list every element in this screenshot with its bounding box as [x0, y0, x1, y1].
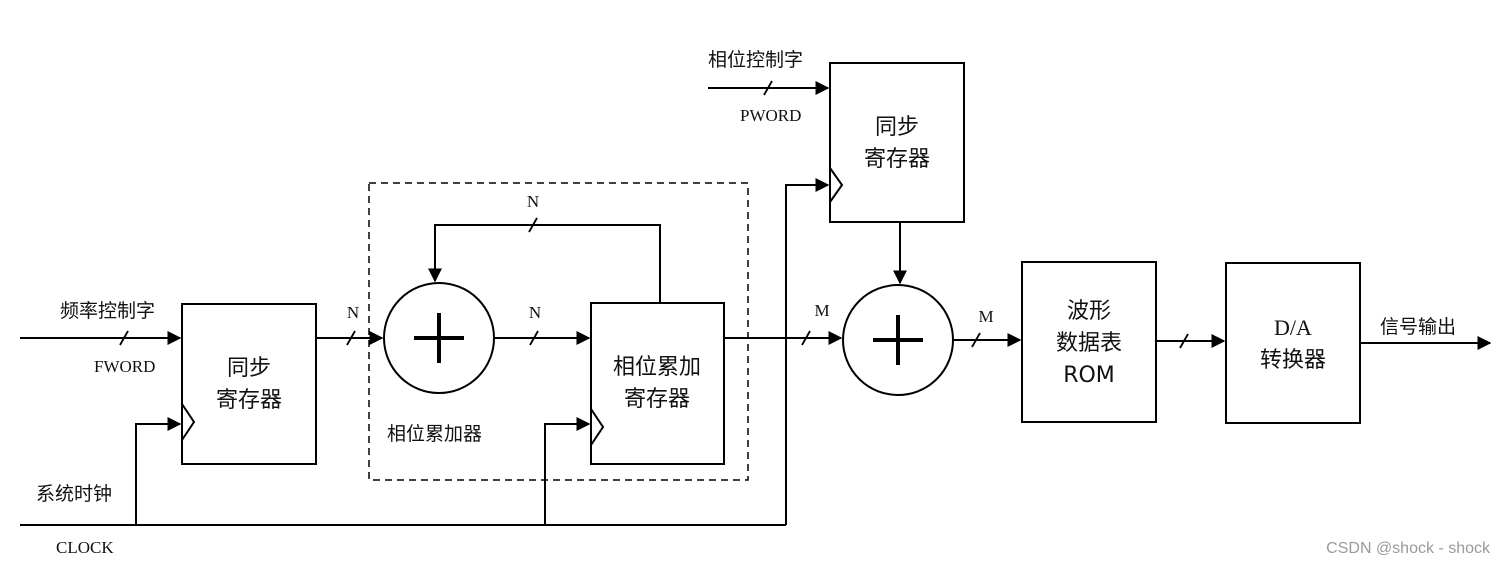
phase-accumulator-register	[590, 302, 725, 465]
clock-to-sync2-wire	[785, 178, 830, 525]
phase-accumulator-label: 相位累加器	[387, 423, 482, 445]
n-sum-bus-tick	[529, 330, 539, 346]
dac-converter-line-2: 转换器	[1260, 348, 1326, 373]
freq-word-label: 频率控制字	[60, 300, 155, 322]
sync-register-1-line-2: 寄存器	[216, 388, 282, 413]
sync-register-2	[829, 62, 965, 223]
system-clock-label: 系统时钟	[36, 483, 112, 505]
sync-register-1-line-1: 同步	[227, 356, 271, 381]
n-feedback-bus-tick	[528, 217, 538, 233]
watermark: CSDN @shock - shock	[1326, 540, 1491, 557]
feedback-wire	[428, 224, 661, 303]
signal-output-label: 信号输出	[1380, 316, 1456, 338]
m-sum-bus-tick	[971, 332, 981, 348]
fword-signal-label: FWORD	[94, 357, 155, 376]
clock-to-accreg-wire	[544, 417, 591, 525]
clock-notch-accumulator	[590, 408, 605, 446]
clock-notch-2	[829, 167, 844, 203]
n-input-label: N	[347, 303, 359, 322]
m-sum-label: M	[978, 307, 993, 326]
dac-converter	[1225, 262, 1361, 424]
pword-signal-label: PWORD	[740, 106, 801, 125]
waveform-rom-line-1: 波形	[1067, 299, 1111, 324]
n-feedback-label: N	[527, 192, 539, 211]
phase-accumulator-register-line-2: 寄存器	[624, 387, 690, 412]
sync-register-1	[181, 303, 317, 465]
clock-signal-label: CLOCK	[56, 538, 114, 557]
sync-register-2-line-2: 寄存器	[864, 147, 930, 172]
clock-notch-1	[181, 403, 196, 441]
m-out-label: M	[814, 301, 829, 320]
waveform-rom	[1021, 261, 1157, 423]
rom-dac-bus-tick	[1179, 333, 1189, 349]
phase-accumulator-boundary	[368, 182, 749, 481]
m-out-bus-tick	[801, 330, 811, 346]
clock-to-sync1-wire	[135, 417, 182, 525]
fword-bus-tick	[119, 330, 129, 346]
phase-word-label: 相位控制字	[708, 49, 803, 71]
waveform-rom-line-3: ROM	[1063, 363, 1115, 388]
n-sum-label: N	[529, 303, 541, 322]
waveform-rom-line-2: 数据表	[1056, 331, 1122, 356]
pword-bus-tick	[763, 80, 773, 96]
dac-converter-line-1: D/A	[1274, 315, 1312, 340]
phase-accumulator-register-line-1: 相位累加	[613, 355, 701, 380]
n-input-bus-tick	[346, 330, 356, 346]
sync-register-2-line-1: 同步	[875, 115, 919, 140]
